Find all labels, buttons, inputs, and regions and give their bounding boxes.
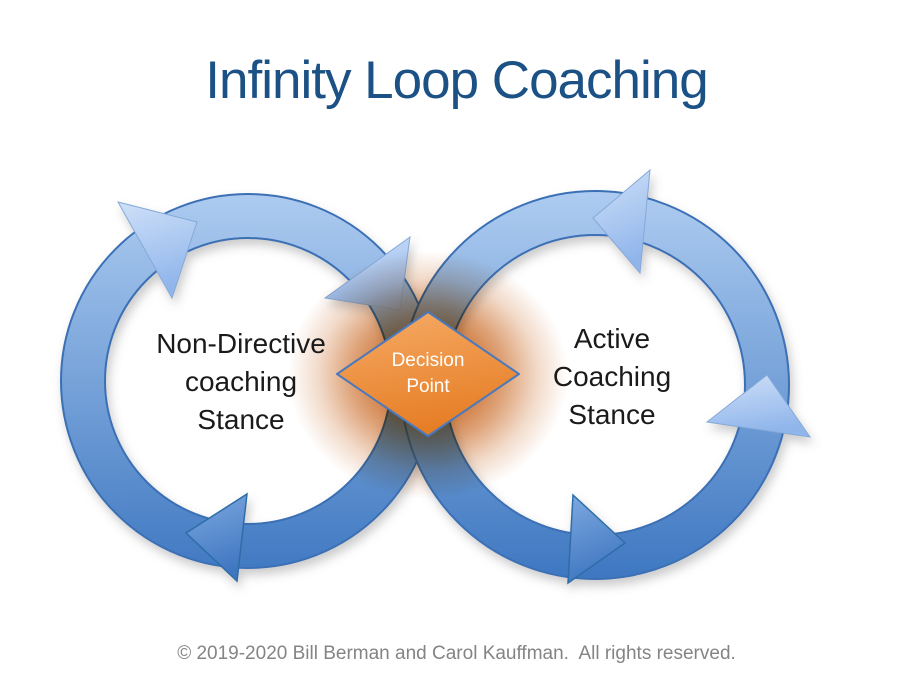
copyright-footer: © 2019-2020 Bill Berman and Carol Kauffm… — [177, 643, 736, 664]
left-loop-arrow-bottom-icon — [184, 492, 248, 583]
right-loop-arrow-right-icon — [705, 374, 812, 438]
right-loop-arrow-top-icon — [592, 168, 651, 275]
right-loop-label: Active Coaching Stance — [552, 323, 672, 430]
decision-point-label: Decision Point — [391, 350, 465, 397]
slide-title: Infinity Loop Coaching — [205, 51, 708, 110]
decision-point-diamond — [336, 311, 520, 437]
left-loop-label: Non-Directive coaching Stance — [156, 328, 326, 435]
right-loop-arrow-bottom-icon — [567, 493, 627, 585]
left-loop-arrow-top-icon — [116, 201, 198, 300]
